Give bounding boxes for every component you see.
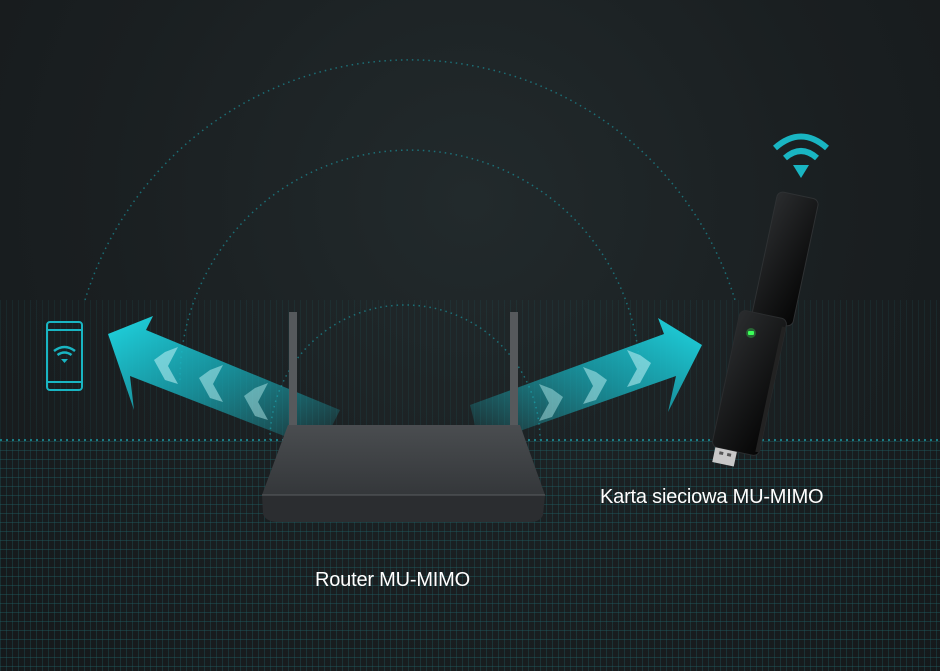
- adapter-label: Karta sieciowa MU-MIMO: [600, 486, 824, 508]
- router-label: Router MU-MIMO: [315, 569, 470, 591]
- smartphone-wifi-icon: [46, 321, 83, 391]
- wifi-icon: [773, 133, 829, 178]
- led-indicator: [748, 331, 754, 335]
- arrow-left-icon: [108, 316, 340, 450]
- usb-adapter-image: [712, 191, 819, 467]
- router-image: [262, 312, 545, 522]
- arrow-right-icon: [470, 318, 702, 445]
